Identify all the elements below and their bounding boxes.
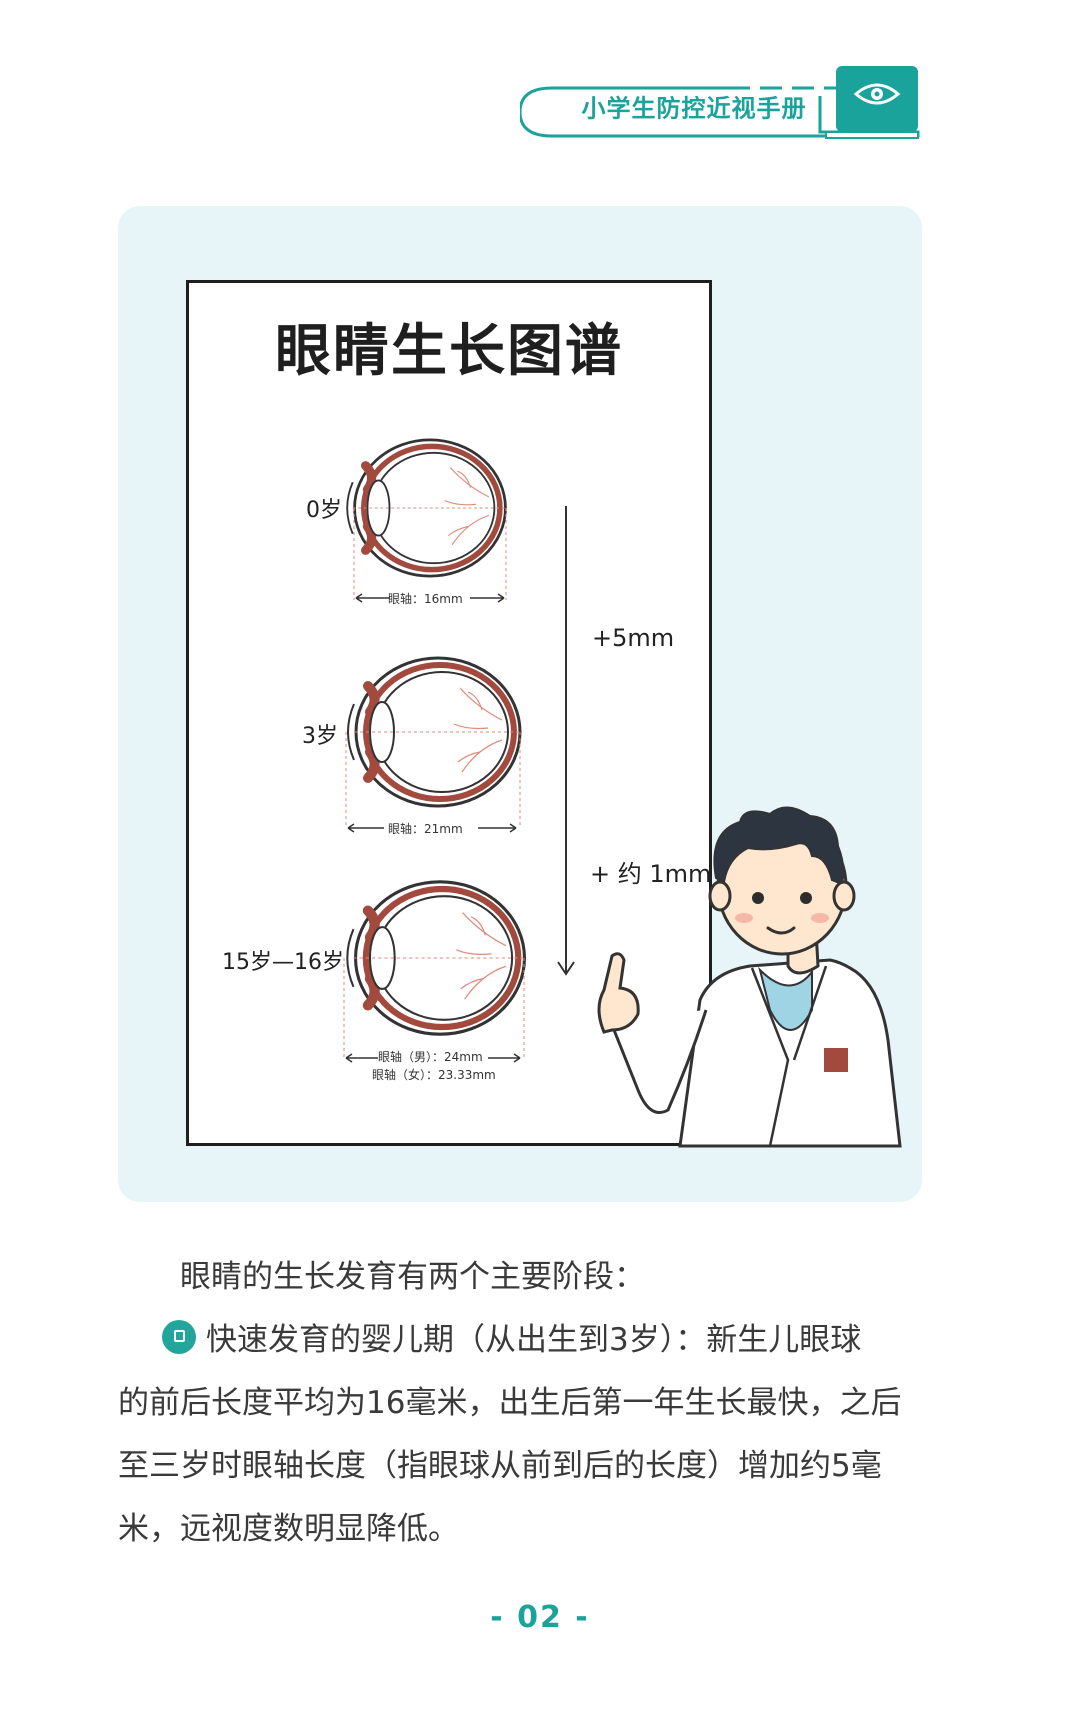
stage-paragraph-line-3: 至三岁时眼轴长度（指眼球从前到后的长度）增加约5毫 [118, 1448, 882, 1484]
axis-length-label-female: 眼轴（女）：23.33mm [372, 1068, 496, 1082]
stage-paragraph-line-2: 的前后长度平均为16毫米，出生后第一年生长最快，之后 [118, 1385, 902, 1421]
eye-age-3 [346, 658, 520, 833]
eye-age-0 [347, 440, 506, 603]
eye-icon [853, 83, 901, 105]
age-label-3: 3岁 [302, 724, 338, 749]
intro-sentence: 眼睛的生长发育有两个主要阶段： [180, 1259, 645, 1295]
axis-length-label-3: 眼轴：21mm [388, 822, 463, 836]
header-frame [520, 66, 920, 139]
axis-length-label-male: 眼轴（男）：24mm [378, 1050, 483, 1064]
stage-paragraph-text-1: 快速发育的婴儿期（从出生到3岁）：新生儿眼球 [206, 1322, 862, 1358]
body-text: 眼睛的生长发育有两个主要阶段： 快速发育的婴儿期（从出生到3岁）：新生儿眼球 的… [118, 1246, 922, 1561]
age-label-0: 0岁 [306, 498, 342, 523]
bullet-icon [162, 1320, 196, 1354]
growth-arrow [557, 506, 575, 976]
stage-paragraph-line-4: 米，远视度数明显降低。 [118, 1511, 459, 1547]
handbook-title: 小学生防控近视手册 [581, 94, 807, 123]
chart-title: 眼睛生长图谱 [275, 319, 623, 384]
eye-age-15-16 [344, 882, 524, 1063]
growth-label-first: +5mm [592, 624, 675, 652]
age-label-15-16: 15岁—16岁 [222, 950, 344, 975]
growth-label-second: + 约 1mm [590, 860, 712, 888]
page-number: - 02 - [490, 1600, 590, 1635]
axis-length-label-0: 眼轴：16mm [388, 592, 463, 606]
stage-paragraph-line-1: 快速发育的婴儿期（从出生到3岁）：新生儿眼球 [118, 1309, 922, 1372]
handbook-header: 小学生防控近视手册 [520, 66, 920, 150]
doctor-illustration [597, 806, 902, 1148]
